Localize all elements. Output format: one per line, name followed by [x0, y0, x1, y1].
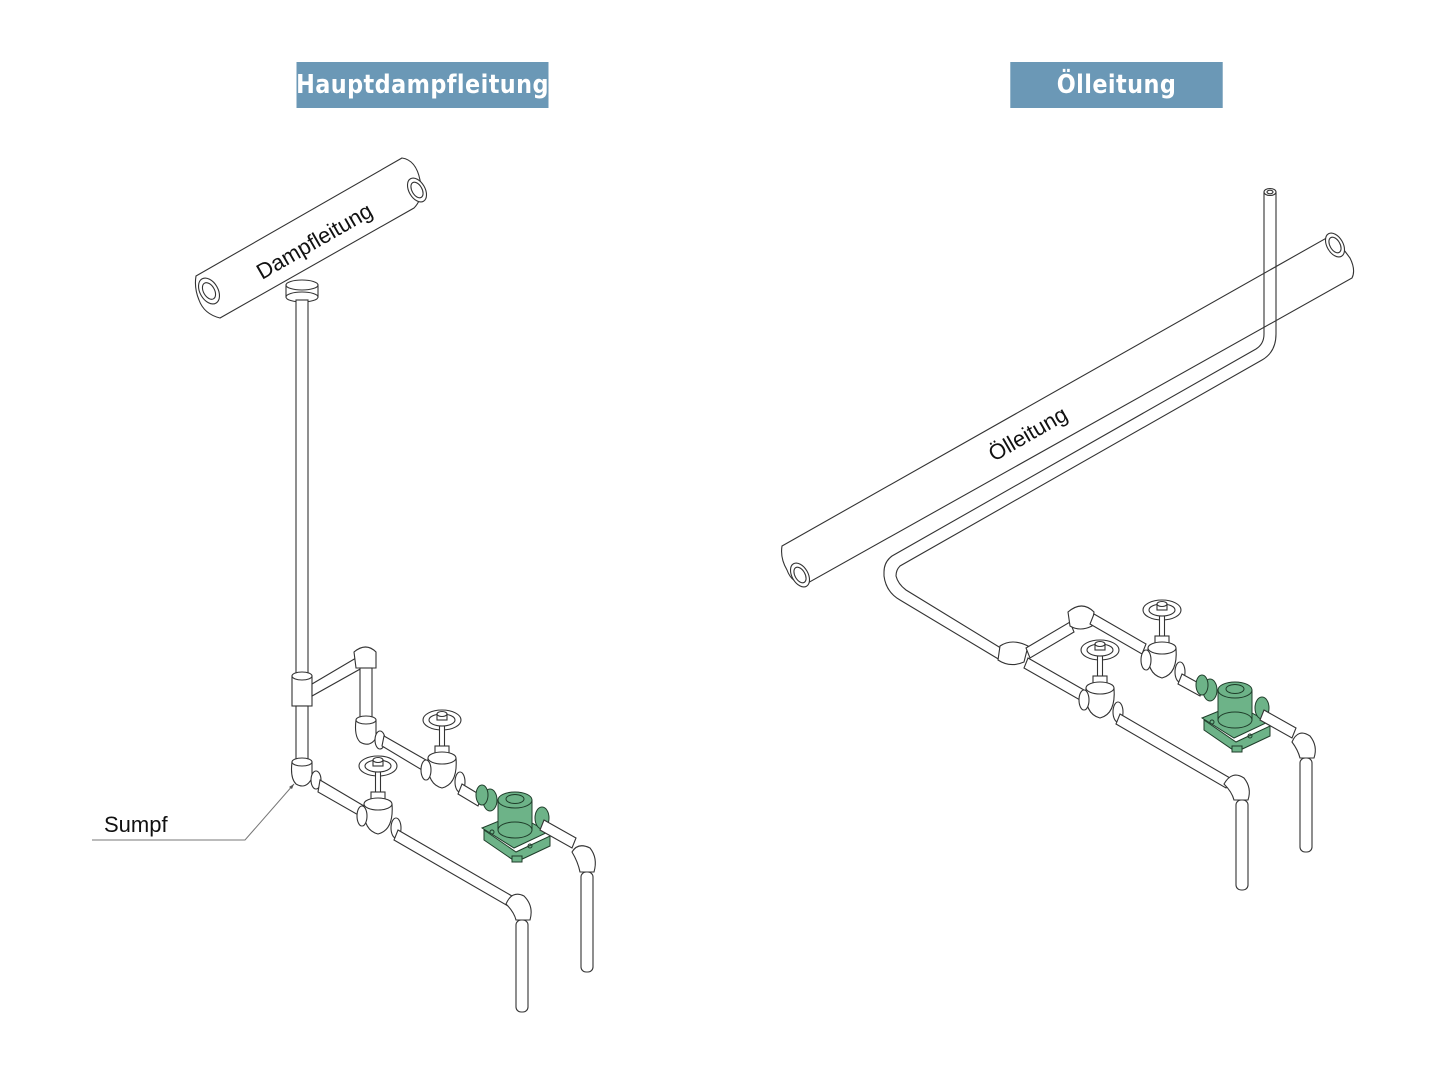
sump-elbow: [290, 757, 322, 790]
lower-outlet-pipe: [1235, 799, 1249, 891]
pipe-elbow-icon: [1067, 605, 1095, 630]
valve-handwheel-icon[interactable]: [420, 709, 466, 793]
valve-handwheel-icon[interactable]: [356, 755, 402, 839]
upper-run-pipe-c: [539, 819, 577, 849]
upper-outlet-pipe: [580, 871, 594, 973]
upper-outlet-pipe: [1299, 757, 1313, 853]
pipe-elbow-icon: [571, 845, 596, 873]
pipe-elbow-icon: [505, 893, 532, 921]
pipe-elbow-icon: [353, 646, 377, 669]
valve-handwheel-icon[interactable]: [1140, 599, 1186, 683]
oil-line-assembly: Ölleitung: [781, 187, 1355, 891]
flange: [285, 279, 319, 303]
lower-run-pipe-a: [317, 779, 365, 817]
pipe-elbow-icon: [1291, 732, 1316, 759]
branch-pipe: [1025, 621, 1075, 659]
drop-leg-pipe: [295, 299, 309, 681]
main-steam-line-assembly: Dampfleitung: [92, 157, 596, 1013]
pipe-tee-icon: [997, 641, 1029, 666]
drop-leg-pipe-lower: [295, 705, 309, 765]
sump-callout: Sumpf: [92, 783, 295, 841]
sump-label: Sumpf: [104, 812, 168, 837]
pipe-elbow-icon: [354, 715, 386, 750]
panel-title-main-steam-line: Hauptdampfleitung: [296, 62, 549, 108]
pipe-elbow-icon: [1223, 774, 1250, 801]
branch-pipe: [311, 657, 363, 697]
steam-trap-icon[interactable]: [1195, 674, 1271, 753]
upper-run-pipe-b: [457, 783, 483, 807]
tracer-pipe: [883, 187, 1277, 661]
lower-run-pipe-a: [1023, 657, 1085, 701]
lower-run-pipe-b: [1115, 713, 1231, 789]
valve-handwheel-icon[interactable]: [1078, 639, 1124, 723]
lower-outlet-pipe: [515, 919, 529, 1013]
oil-header-pipe: Ölleitung: [781, 232, 1355, 588]
pipe-tee-icon: [291, 671, 313, 707]
steam-trap-icon[interactable]: [475, 784, 551, 863]
upper-run-pipe-c: [1259, 709, 1297, 739]
panel-title-oil-line: Ölleitung: [1010, 62, 1223, 108]
